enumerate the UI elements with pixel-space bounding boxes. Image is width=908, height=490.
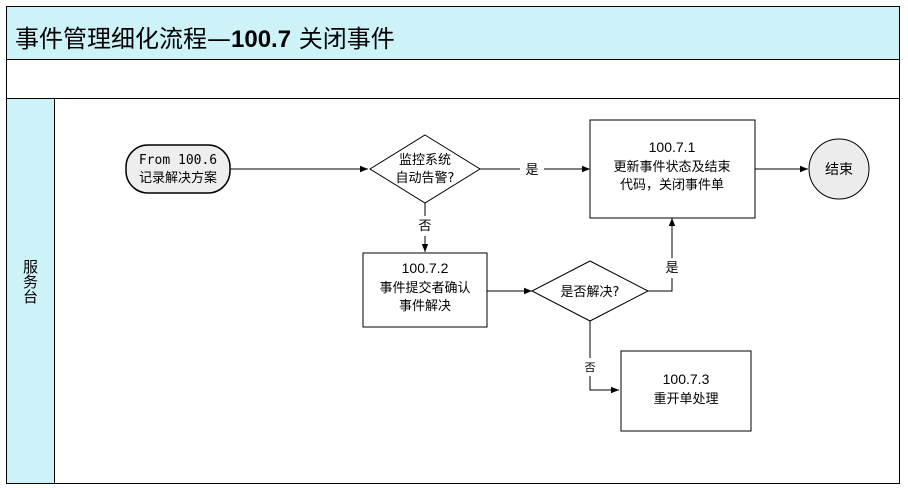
- title-suffix: 关闭事件: [291, 25, 395, 53]
- edge-label-resolved-yes: 是: [665, 261, 678, 276]
- decision-resolved-label: 是否解决?: [561, 285, 620, 300]
- decision-monitor-line1: 监控系统: [399, 153, 451, 168]
- edge-label-monitor-yes: 是: [525, 163, 538, 178]
- task-100-7-3-line1: 重开单处理: [653, 391, 718, 407]
- title-prefix: 事件管理细化流程—: [15, 25, 231, 53]
- start-terminal-line1: From 100.6: [139, 153, 217, 168]
- decision-monitor: 监控系统 自动告警?: [369, 134, 481, 204]
- task-100-7-2-shape: [362, 252, 488, 328]
- start-terminal-line2: 记录解决方案: [139, 170, 217, 186]
- swimlane-label-wrap: 服务台: [7, 259, 54, 304]
- task-100-7-2-line1: 事件提交者确认: [379, 280, 470, 296]
- task-100-7-1-line2: 代码，关闭事件单: [620, 178, 724, 193]
- decision-monitor-line2: 自动告警?: [396, 170, 455, 186]
- swimlane-header: 服务台: [6, 98, 55, 484]
- edge-resolved-yes: [648, 278, 673, 292]
- swimlane-label: 服务台: [21, 259, 39, 304]
- task-100-7-2-id: 100.7.2: [402, 260, 449, 276]
- start-terminal-shape: [125, 144, 231, 194]
- end-terminal-shape: [808, 138, 870, 200]
- edge-label-monitor-no: 否: [418, 219, 431, 234]
- end-terminal-label: 结束: [825, 162, 853, 178]
- connectors: [230, 165, 808, 394]
- page-title: 事件管理细化流程—100.7 关闭事件: [15, 19, 395, 54]
- edge-resolved-no-tail: [589, 376, 619, 394]
- edge-label-resolved-no: 否: [585, 361, 596, 374]
- title-number: 100.7: [231, 26, 292, 53]
- task-100-7-1-shape: [589, 119, 756, 219]
- decision-monitor-shape: [369, 134, 481, 204]
- task-100-7-3-shape: [620, 350, 752, 432]
- decision-resolved: 是否解决?: [530, 260, 650, 322]
- task-100-7-3-id: 100.7.3: [663, 371, 710, 387]
- task-100-7-1-id: 100.7.1: [649, 139, 696, 155]
- title-bar: 事件管理细化流程—100.7 关闭事件: [6, 6, 900, 60]
- task-100-7-3: 100.7.3 重开单处理: [620, 350, 752, 432]
- decision-resolved-shape: [530, 260, 650, 322]
- task-100-7-2-line2: 事件解决: [399, 299, 451, 314]
- end-terminal: 结束: [808, 138, 870, 200]
- start-terminal: From 100.6 记录解决方案: [125, 144, 231, 194]
- task-100-7-1: 100.7.1 更新事件状态及结束 代码，关闭事件单: [589, 119, 756, 219]
- subheader-bar: [6, 59, 900, 99]
- task-100-7-1-line1: 更新事件状态及结束: [613, 159, 730, 175]
- task-100-7-2: 100.7.2 事件提交者确认 事件解决: [362, 252, 488, 328]
